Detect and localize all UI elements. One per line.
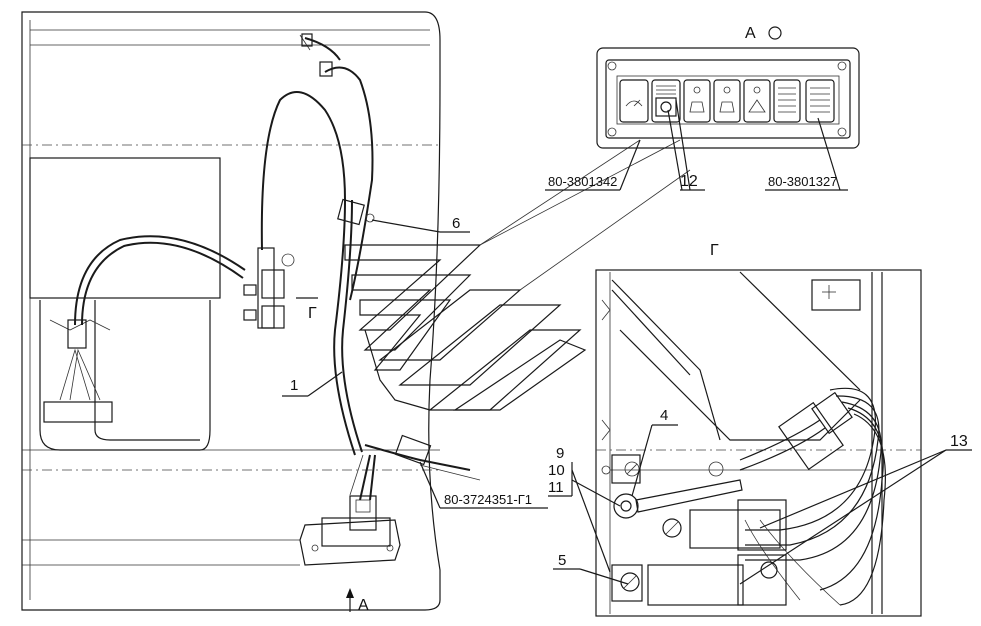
callout-9: 9 [556,445,564,462]
callout-13: 13 [950,433,968,450]
callout-12: 12 [680,173,698,190]
section-g-frame [595,269,922,617]
switch-lamp-1 [683,79,711,123]
switch-blank-1 [773,79,801,123]
connector-bottom-right [394,434,432,466]
callout-1: 1 [290,377,298,394]
leader-13: 13 [739,433,972,585]
section-g-connector [778,391,853,471]
fan-icon [660,101,672,113]
section-arrow [344,139,691,411]
callout-11: 11 [548,479,564,496]
section-g-relays [611,499,787,606]
switch-fan [651,79,681,123]
section-g-diagonal-panel [611,271,861,441]
lamp-icon [719,101,735,113]
clamp-6 [337,198,375,226]
section-g-wires [739,387,886,606]
part-panel-left-label: 80-3801342 [548,174,617,189]
view-a-title: А [745,25,782,42]
leader-9-10-11: 9 10 11 [548,445,621,573]
relay-base-bottom [299,495,401,566]
mounting-bracket-left [29,157,221,451]
callout-4: 4 [660,407,668,424]
section-g-bracket-4 [601,454,743,519]
switch-panel [596,47,860,149]
cab-panel-outline [21,11,441,611]
switch-blank-2 [805,79,835,123]
switch-buttons [619,79,835,123]
relay-block-left [243,247,295,329]
callout-5: 5 [558,552,566,569]
warning-triangle-icon [748,99,766,113]
view-a-arrow: А [346,588,369,614]
callout-6: 6 [452,215,460,232]
leader-6: 6 [371,215,470,233]
lamp-icon [689,101,705,113]
section-g-marker: Г [296,297,318,322]
part-harness-label: 80-3724351-Г1 [444,492,532,507]
view-a-title-label: А [745,25,756,42]
section-g-title: Г [710,242,719,259]
leader-panel-right: 80-3801327 [765,117,848,191]
leader-panel-left: 80-3801342 [545,139,641,191]
leader-12: 12 [667,99,705,191]
switch-lamp-2 [713,79,741,123]
switch-lamp-3 [743,79,771,123]
harness-wires [59,34,481,501]
view-a-arrow-label: А [358,597,369,614]
leader-5: 5 [553,552,629,585]
section-g-mark-label: Г [308,305,317,322]
leader-harness: 80-3724351-Г1 [419,461,548,509]
callout-10: 10 [548,462,565,479]
leader-4: 4 [631,407,678,497]
leader-1: 1 [282,371,343,397]
wiper-icon [625,100,643,107]
part-panel-right-label: 80-3801327 [768,174,837,189]
clamp-top [301,33,333,77]
